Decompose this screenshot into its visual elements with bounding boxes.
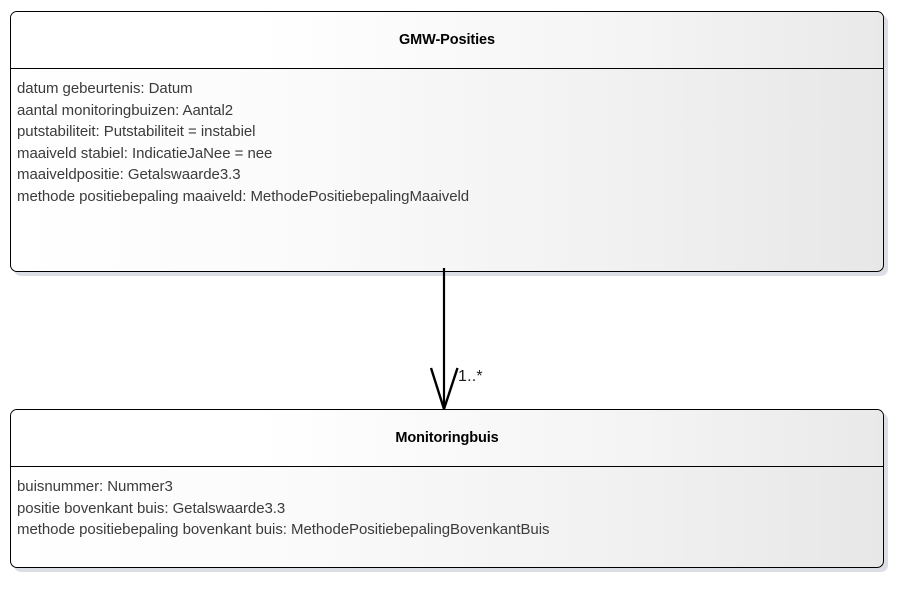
uml-attribute-compartment-gmw-posities: datum gebeurtenis: Datum aantal monitori…: [11, 69, 883, 271]
association-connector: [410, 268, 530, 414]
uml-attribute: datum gebeurtenis: Datum: [17, 80, 193, 97]
uml-attribute-compartment-monitoringbuis: buisnummer: Nummer3 positie bovenkant bu…: [11, 467, 883, 567]
association-multiplicity-label: 1..*: [458, 368, 483, 385]
uml-class-monitoringbuis[interactable]: Monitoringbuis buisnummer: Nummer3 posit…: [10, 409, 884, 568]
uml-attribute: aantal monitoringbuizen: Aantal2: [17, 101, 234, 119]
uml-attribute: methode positiebepaling bovenkant buis: …: [17, 521, 550, 538]
uml-class-name: Monitoringbuis: [395, 430, 499, 446]
uml-class-header-monitoringbuis: Monitoringbuis: [11, 410, 883, 467]
uml-attribute: buisnummer: Nummer3: [17, 478, 173, 495]
uml-attribute: putstabiliteit: Putstabiliteit = instabi…: [17, 123, 256, 140]
uml-attribute: maaiveld stabiel: IndicatieJaNee = nee: [17, 144, 273, 162]
association-line-icon: [429, 268, 459, 413]
uml-class-gmw-posities[interactable]: GMW-Posities datum gebeurtenis: Datum aa…: [10, 11, 884, 272]
uml-class-header-gmw-posities: GMW-Posities: [11, 12, 883, 69]
uml-class-name: GMW-Posities: [399, 32, 495, 48]
uml-attribute: maaiveldpositie: Getalswaarde3.3: [17, 166, 241, 183]
uml-attribute: positie bovenkant buis: Getalswaarde3.3: [17, 499, 286, 517]
uml-attribute: methode positiebepaling maaiveld: Method…: [17, 187, 470, 205]
